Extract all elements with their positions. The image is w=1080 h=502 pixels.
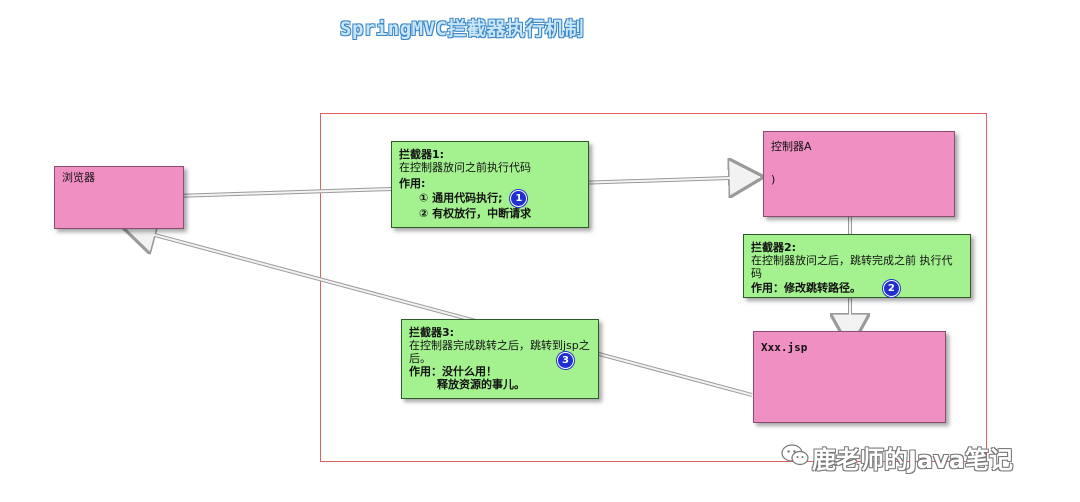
wechat-icon (781, 444, 809, 466)
step-badge-1: 1 (510, 190, 528, 207)
interceptor1-item1-text: ① 通用代码执行; (419, 191, 503, 205)
interceptor2-heading: 拦截器2: (751, 241, 797, 254)
interceptor1-item2: ② 有权放行，中断请求 (419, 207, 532, 220)
interceptor3-role: 作用：没什么用！ (409, 365, 497, 378)
interceptor1-item1: ① 通用代码执行; 1 (399, 190, 581, 207)
controller-bracket: ) (771, 173, 776, 186)
interceptor3-role2: 释放资源的事儿。 (437, 378, 525, 391)
interceptor3-heading: 拦截器3: (409, 326, 455, 339)
interceptor2-box: 拦截器2: 在控制器放问之后，跳转完成之前 执行代码 作用：修改跳转路径。 2 (743, 234, 971, 298)
jsp-box: Xxx.jsp (753, 331, 946, 423)
interceptor1-heading: 拦截器1: (399, 148, 445, 161)
server-frame (320, 113, 987, 462)
browser-label: 浏览器 (62, 171, 95, 184)
interceptor1-box: 拦截器1: 在控制器放问之前执行代码 作用: ① 通用代码执行; 1 ② 有权放… (391, 141, 589, 228)
interceptor1-desc: 在控制器放问之前执行代码 (399, 161, 531, 174)
jsp-label: Xxx.jsp (761, 341, 808, 354)
interceptor2-desc: 在控制器放问之后，跳转完成之前 执行代码 (751, 254, 953, 280)
interceptor3-desc: 在控制器完成跳转之后，跳转到jsp之后。 (409, 339, 590, 365)
controller-label: 控制器A (771, 140, 812, 153)
interceptor2-role-line: 作用：修改跳转路径。 2 (751, 280, 963, 297)
interceptor3-box: 拦截器3: 在控制器完成跳转之后，跳转到jsp之后。 3 作用：没什么用！ 释放… (401, 319, 599, 399)
step-badge-3: 3 (557, 352, 574, 369)
controller-box: 控制器A ) (763, 131, 955, 217)
interceptor2-role: 作用：修改跳转路径。 (751, 281, 861, 295)
interceptor3-desc-wrap: 在控制器完成跳转之后，跳转到jsp之后。 3 (409, 339, 591, 369)
diagram-title: SpringMVC拦截器执行机制 (340, 18, 584, 40)
step-badge-2: 2 (882, 280, 900, 297)
browser-box: 浏览器 (54, 166, 184, 229)
watermark-text: 鹿老师的Java笔记 (812, 446, 1013, 474)
interceptor1-role: 作用: (399, 177, 426, 190)
